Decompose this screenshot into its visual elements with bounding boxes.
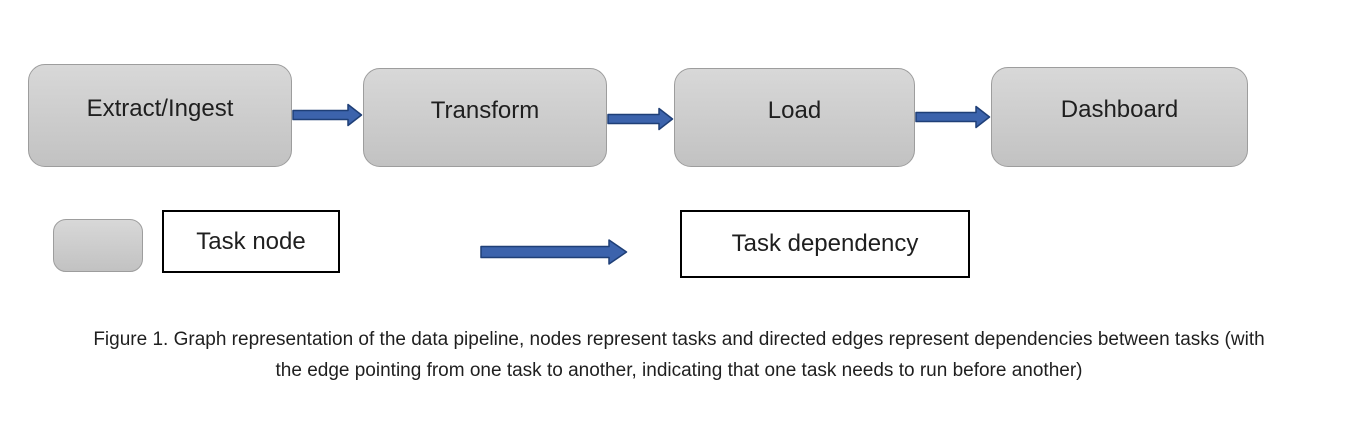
legend-task-dependency-label: Task dependency (731, 230, 919, 257)
figure-caption: Figure 1. Graph representation of the da… (0, 324, 1358, 386)
dependency-arrow-icon (607, 107, 674, 131)
task-node-dashboard: Dashboard (991, 67, 1248, 167)
legend-task-node-swatch (53, 219, 143, 272)
task-node-label: Dashboard (1060, 96, 1179, 123)
task-node-label: Transform (430, 96, 540, 124)
task-node-extract-ingest: Extract/Ingest (28, 64, 292, 167)
task-node-load: Load (674, 68, 915, 167)
legend-task-node-label: Task node (196, 227, 306, 255)
task-node-label: Extract/Ingest (86, 94, 234, 122)
dependency-arrow-icon (915, 105, 991, 129)
legend-task-dependency-box: Task dependency (680, 210, 970, 278)
task-node-transform: Transform (363, 68, 607, 167)
dependency-arrow-icon (292, 103, 363, 127)
figure-caption-line-2: the edge pointing from one task to anoth… (275, 360, 1083, 381)
legend-task-node-box: Task node (162, 210, 340, 273)
figure-caption-line-1: Figure 1. Graph representation of the da… (93, 329, 1265, 350)
task-node-label: Load (767, 96, 822, 124)
legend-dependency-arrow-icon (480, 239, 628, 265)
